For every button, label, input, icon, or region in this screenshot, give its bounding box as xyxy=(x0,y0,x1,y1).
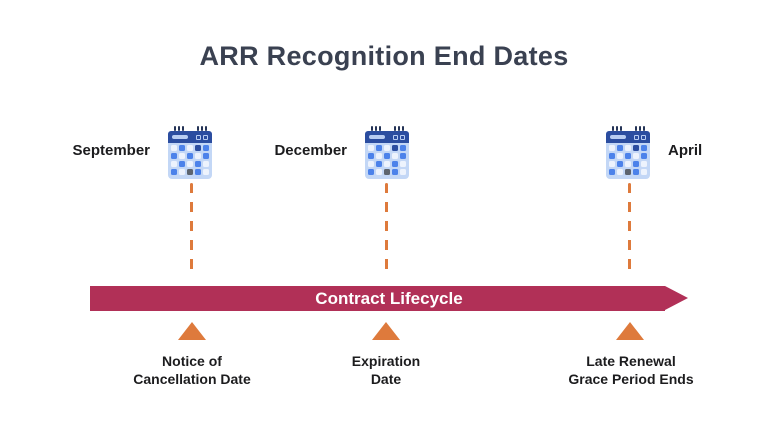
calendar-icon-april xyxy=(606,126,650,179)
marker-triangle-icon-late-renewal xyxy=(616,322,644,340)
dashed-connector-september xyxy=(190,183,193,271)
arrowhead-icon xyxy=(665,286,688,310)
arrow-bar-body xyxy=(90,286,665,311)
month-label-april: April xyxy=(668,142,703,159)
event-label-expiration-date: Expiration Date xyxy=(351,353,421,387)
calendar-header xyxy=(365,131,409,143)
calendar-grid xyxy=(365,143,409,179)
marker-triangle-icon-expiration xyxy=(372,322,400,340)
calendar-grid xyxy=(168,143,212,179)
calendar-header xyxy=(606,131,650,143)
contract-lifecycle-arrow: Contract Lifecycle xyxy=(90,286,688,311)
calendar-rings xyxy=(606,126,650,131)
dashed-connector-december xyxy=(385,183,388,271)
dashed-connector-april xyxy=(628,183,631,271)
calendar-rings xyxy=(365,126,409,131)
calendar-icon-september xyxy=(168,126,212,179)
calendar-grid xyxy=(606,143,650,179)
event-label-notice-of-cancellation: Notice of Cancellation Date xyxy=(133,353,251,387)
marker-triangle-icon-notice xyxy=(178,322,206,340)
arrow-bar-label: Contract Lifecycle xyxy=(315,289,463,308)
month-label-december: December xyxy=(274,142,347,159)
event-label-late-renewal-grace: Late Renewal Grace Period Ends xyxy=(568,353,694,387)
calendar-header xyxy=(168,131,212,143)
calendar-rings xyxy=(168,126,212,131)
calendar-icon-december xyxy=(365,126,409,179)
month-label-september: September xyxy=(72,142,150,159)
diagram-title: ARR Recognition End Dates xyxy=(199,41,569,71)
